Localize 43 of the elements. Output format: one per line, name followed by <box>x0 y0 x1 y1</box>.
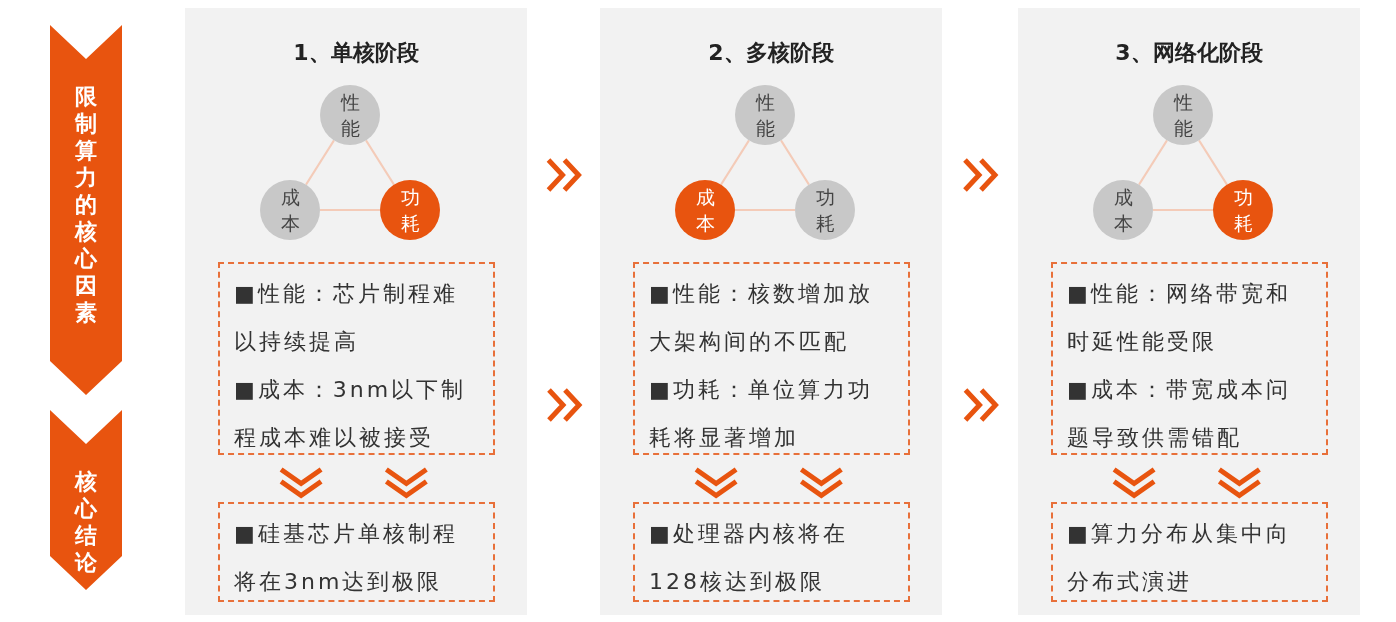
chevron-banner <box>50 25 122 395</box>
factor-circle: 成本 <box>675 180 735 240</box>
factor-circle: 功耗 <box>380 180 440 240</box>
factor-circle: 性能 <box>1153 85 1213 145</box>
panel-title: 3、网络化阶段 <box>1115 39 1263 67</box>
note-box <box>633 502 910 602</box>
connector-line <box>720 139 750 186</box>
note-box <box>218 502 495 602</box>
note-text: ■性能：芯片制程难以持续提高 <box>234 280 459 356</box>
note-text: ■成本：3nm以下制程成本难以被接受 <box>234 376 468 452</box>
connector-line <box>734 209 796 211</box>
stage-panel <box>185 8 527 615</box>
stage-panel <box>1018 8 1360 615</box>
banner-text: 限制算力的核心因素 <box>74 83 98 326</box>
note-text: ■性能：网络带宽和时延性能受限 <box>1067 280 1292 356</box>
factor-circle: 成本 <box>1093 180 1153 240</box>
note-box <box>218 262 495 455</box>
note-text: ■处理器内核将在128核达到极限 <box>649 520 849 596</box>
factor-circle: 性能 <box>735 85 795 145</box>
note-box <box>633 262 910 455</box>
factor-circle: 性能 <box>320 85 380 145</box>
note-text: ■性能：核数增加放大架构间的不匹配 <box>649 280 874 356</box>
connector-line <box>780 139 810 186</box>
chevron-banner <box>50 410 122 590</box>
note-text: ■硅基芯片单核制程将在3nm达到极限 <box>234 520 459 596</box>
note-box <box>1051 502 1328 602</box>
note-text: ■成本：带宽成本问题导致供需错配 <box>1067 376 1292 452</box>
factor-circle: 功耗 <box>1213 180 1273 240</box>
factor-circle: 成本 <box>260 180 320 240</box>
panel-title: 1、单核阶段 <box>293 39 419 67</box>
banner-text: 核心结论 <box>74 468 98 576</box>
note-box <box>1051 262 1328 455</box>
connector-line <box>1198 139 1228 186</box>
factor-circle: 功耗 <box>795 180 855 240</box>
note-text: ■功耗：单位算力功耗将显著增加 <box>649 376 874 452</box>
panel-title: 2、多核阶段 <box>708 39 834 67</box>
note-text: ■算力分布从集中向分布式演进 <box>1067 520 1292 596</box>
connector-line <box>365 139 395 186</box>
connector-line <box>319 209 381 211</box>
stage-panel <box>600 8 942 615</box>
connector-line <box>305 139 335 186</box>
connector-line <box>1152 209 1214 211</box>
connector-line <box>1138 139 1168 186</box>
